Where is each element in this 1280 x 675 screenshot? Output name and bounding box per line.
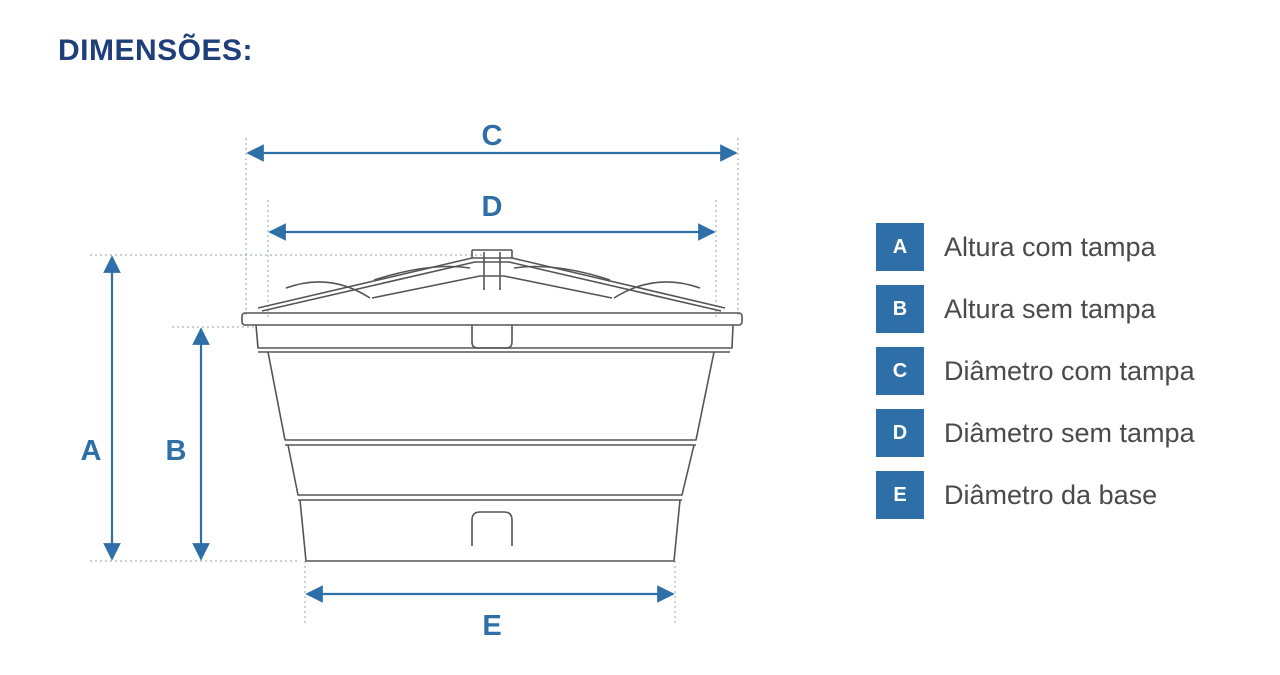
- legend-badge: A: [876, 223, 924, 271]
- legend-item-b: B Altura sem tampa: [876, 284, 1195, 334]
- tank-body: [255, 324, 734, 562]
- legend-badge: B: [876, 285, 924, 333]
- legend-badge: D: [876, 409, 924, 457]
- legend-label: Diâmetro da base: [944, 479, 1158, 510]
- dimension-c-label: C: [482, 120, 503, 152]
- dimension-arrows: [103, 144, 738, 603]
- water-tank: [241, 249, 743, 562]
- page-title: DIMENSÕES:: [58, 34, 254, 67]
- dimension-e-label: E: [482, 610, 501, 642]
- legend-item-d: D Diâmetro sem tampa: [876, 408, 1195, 458]
- legend-item-a: A Altura com tampa: [876, 222, 1195, 272]
- dimension-b-label: B: [166, 435, 187, 467]
- dimension-legend: A Altura com tampa B Altura sem tampa C …: [876, 222, 1195, 532]
- legend-label: Diâmetro sem tampa: [944, 417, 1195, 448]
- legend-label: Altura sem tampa: [944, 293, 1156, 324]
- tank-lid: [241, 249, 743, 326]
- dimension-a-label: A: [81, 435, 102, 467]
- legend-item-e: E Diâmetro da base: [876, 470, 1195, 520]
- dimension-d-label: D: [482, 191, 503, 223]
- legend-label: Altura com tampa: [944, 231, 1156, 262]
- legend-badge: E: [876, 471, 924, 519]
- tank-dimension-diagram: C D A B E: [81, 120, 743, 642]
- extension-lines: [90, 138, 739, 625]
- legend-item-c: C Diâmetro com tampa: [876, 346, 1195, 396]
- legend-badge: C: [876, 347, 924, 395]
- legend-label: Diâmetro com tampa: [944, 355, 1195, 386]
